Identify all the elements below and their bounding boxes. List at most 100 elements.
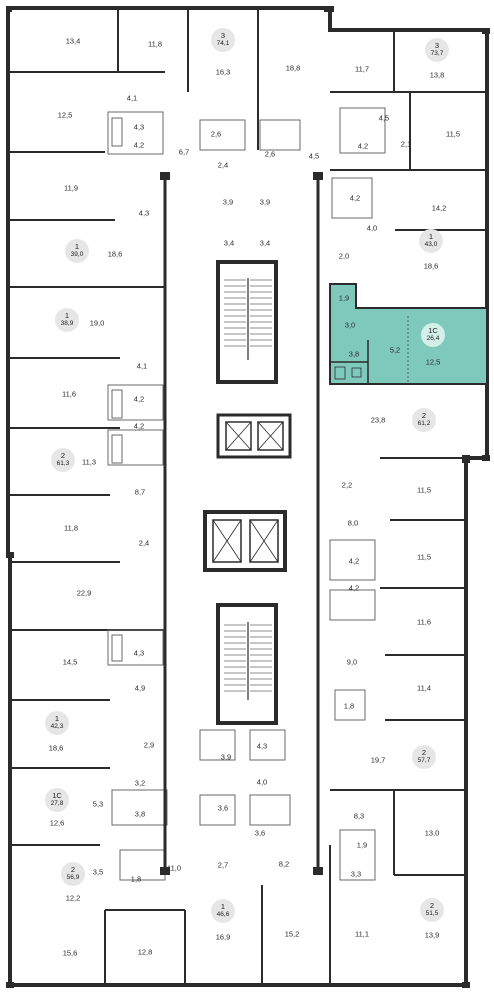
room-area-label: 4,2: [133, 421, 145, 431]
room-area-label: 19,0: [89, 318, 105, 328]
badge-area: 57,7: [417, 757, 431, 764]
room-area-label: 11,8: [147, 39, 163, 49]
room-area-label: 11,7: [354, 64, 370, 74]
room-area-label: 1,8: [343, 701, 355, 711]
room-area-label: 14,5: [62, 657, 78, 667]
room-area-label: 12,6: [49, 818, 65, 828]
badge-rooms: 1: [54, 714, 60, 723]
room-area-label: 13,4: [65, 36, 81, 46]
room-area-label: 9,0: [346, 657, 358, 667]
room-area-label: 3,5: [92, 867, 104, 877]
room-area-label: 4,3: [256, 741, 268, 751]
room-area-label: 16,3: [215, 67, 231, 77]
building-outline: [6, 6, 489, 987]
room-area-label: 4,1: [136, 361, 148, 371]
room-area-label: 8,0: [347, 518, 359, 528]
room-area-label: 4,2: [348, 583, 360, 593]
room-area-label: 11,4: [416, 683, 432, 693]
room-area-label: 2,6: [264, 149, 276, 159]
badge-rooms: 1: [428, 232, 434, 241]
badge-area: 74,1: [216, 40, 230, 47]
room-area-label: 3,9: [220, 752, 232, 762]
room-area-label: 3,6: [254, 828, 266, 838]
badge-area: 27,8: [50, 800, 64, 807]
badge-rooms: 1С: [52, 791, 62, 800]
elevators-top: [216, 413, 292, 459]
room-area-label: 4,0: [366, 223, 378, 233]
room-area-label: 2,1: [400, 139, 412, 149]
room-area-label: 3,9: [259, 197, 271, 207]
badge-rooms: 2: [421, 411, 427, 420]
room-area-label: 18,6: [48, 743, 64, 753]
room-area-label: 4,2: [349, 193, 361, 203]
bathrooms: [107, 107, 386, 881]
room-area-label: 12,8: [137, 947, 153, 957]
room-area-label: 4,3: [133, 122, 145, 132]
room-area-label: 4,2: [133, 140, 145, 150]
room-area-label: 8,3: [353, 811, 365, 821]
room-area-label: 4,3: [138, 208, 150, 218]
room-area-label: 11,3: [81, 457, 97, 467]
room-area-label: 12,2: [65, 893, 81, 903]
room-area-label: 14,2: [431, 203, 447, 213]
room-area-label: 11,0: [166, 863, 182, 873]
room-area-label: 4,1: [126, 93, 138, 103]
room-area-label: 11,6: [416, 617, 432, 627]
room-area-label: 2,4: [217, 160, 229, 170]
stair-core-top: [216, 260, 278, 384]
room-area-label: 15,2: [284, 929, 300, 939]
room-area-label: 3,3: [350, 869, 362, 879]
room-area-label: 11,5: [416, 485, 432, 495]
badge-rooms: 1С: [428, 326, 438, 335]
room-area-label: 11,1: [354, 929, 370, 939]
badge-area: 73,7: [430, 50, 444, 57]
room-area-label: 3,8: [134, 809, 146, 819]
room-area-label: 4,2: [357, 141, 369, 151]
badge-area: 51,5: [425, 910, 439, 917]
badge-area: 56,9: [66, 874, 80, 881]
interior-walls: [10, 8, 487, 985]
room-area-label: 18,6: [423, 261, 439, 271]
room-area-label: 8,7: [134, 487, 146, 497]
room-area-label: 2,0: [338, 251, 350, 261]
badge-rooms: 2: [429, 901, 435, 910]
room-area-label: 13,9: [424, 930, 440, 940]
room-area-label: 11,9: [63, 183, 79, 193]
badge-area: 61,2: [417, 420, 431, 427]
room-area-label: 4,0: [256, 777, 268, 787]
room-area-label: 5,2: [389, 345, 401, 355]
room-area-label: 3,6: [217, 803, 229, 813]
room-area-label: 1,8: [130, 874, 142, 884]
room-area-label: 4,2: [348, 556, 360, 566]
room-area-label: 2,9: [143, 740, 155, 750]
room-area-label: 3,4: [223, 238, 235, 248]
room-area-label: 4,9: [134, 683, 146, 693]
badge-area: 46,6: [216, 911, 230, 918]
badge-area: 61,3: [56, 460, 70, 467]
room-area-label: 11,8: [63, 523, 79, 533]
room-area-label: 15,6: [62, 948, 78, 958]
room-area-label: 16,9: [215, 932, 231, 942]
badge-rooms: 1: [64, 311, 70, 320]
room-area-label: 18,6: [107, 249, 123, 259]
room-area-label: 2,7: [217, 860, 229, 870]
badge-rooms: 1: [220, 902, 226, 911]
room-area-label: 4,2: [133, 394, 145, 404]
badge-rooms: 2: [421, 748, 427, 757]
room-area-label: 3,9: [222, 197, 234, 207]
